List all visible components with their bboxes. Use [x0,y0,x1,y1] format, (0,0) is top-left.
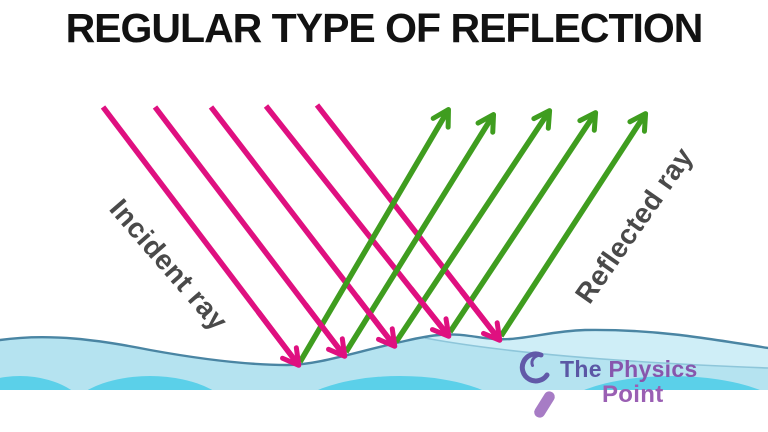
incident-ray-arrowheads [256,286,503,368]
page-title: REGULAR TYPE OF REFLECTION [65,5,704,51]
logo-text-line1: The Physics [560,356,698,383]
logo-word-the: The [560,356,602,382]
chalk-pill-icon [532,389,557,420]
ray-arrow [256,310,302,368]
ray-arrow [297,107,451,364]
ray-arrow [354,294,398,349]
ray-arrow [408,286,452,339]
logo: The Physics Point [512,348,757,428]
ray-arrow [498,111,649,338]
water-surface-outline [0,328,768,367]
logo-word-point: Point [602,381,664,408]
ray-arrow [447,110,599,334]
logo-word-physics: Physics [608,356,698,382]
ray-arrow [459,289,503,343]
ray-arrow [303,302,348,359]
water-second-contour [424,337,768,369]
crescent-icon [519,351,550,384]
